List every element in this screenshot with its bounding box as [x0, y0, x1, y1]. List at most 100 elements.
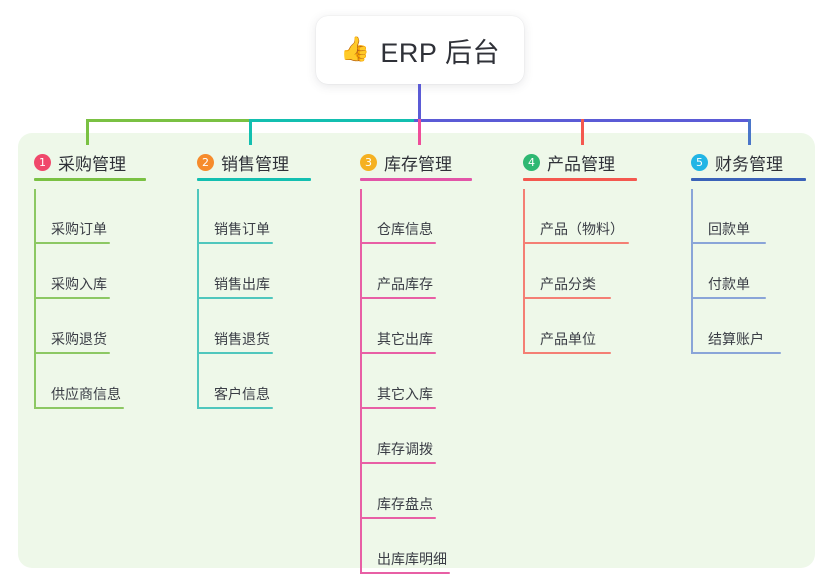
branch-item-rule	[197, 352, 273, 354]
branch-item[interactable]: 其它入库	[360, 354, 507, 409]
branch-item[interactable]: 库存盘点	[360, 464, 507, 519]
branch-item-rule	[523, 352, 611, 354]
branch-item-list: 产品（物料） 产品分类产品单位	[507, 189, 670, 354]
branch-item-label: 销售退货	[214, 331, 270, 347]
branch-title: 库存管理	[384, 154, 452, 174]
thumbs-up-icon: 👍	[340, 36, 371, 63]
branch-item[interactable]: 采购入库	[34, 244, 181, 299]
branch-item-label: 采购入库	[51, 276, 107, 292]
branch-item-label: 销售出库	[214, 276, 270, 292]
branch-item[interactable]: 采购订单	[34, 189, 181, 244]
branch-item[interactable]: 产品库存	[360, 244, 507, 299]
branch-item[interactable]: 销售出库	[197, 244, 344, 299]
branch-item[interactable]: 付款单	[691, 244, 838, 299]
branch-index-badge: 2	[197, 153, 214, 171]
branch-item-label: 产品分类	[540, 276, 596, 292]
branch-item-rule	[691, 352, 781, 354]
root-drop-connector	[418, 84, 421, 122]
branch-item-rule	[523, 242, 629, 244]
branch-item-list: 销售订单销售出库销售退货客户信息	[181, 189, 344, 409]
branch-item[interactable]: 采购退货	[34, 299, 181, 354]
branch-item[interactable]: 其它出库	[360, 299, 507, 354]
branch-item-rule	[360, 517, 436, 519]
branch-item-rule	[34, 407, 124, 409]
branch-item-rule	[34, 297, 110, 299]
branch-spine	[691, 189, 693, 354]
branches-panel	[18, 133, 815, 568]
branch-item-rule	[523, 297, 611, 299]
branch-item-label: 客户信息	[214, 386, 270, 402]
branch-header-4[interactable]: 4 产品管理	[507, 145, 670, 181]
bus-segment-teal	[249, 119, 417, 122]
branch-header-rule	[691, 178, 806, 181]
branch-item-label: 库存盘点	[377, 496, 433, 512]
branch-item-label: 供应商信息	[51, 386, 121, 402]
branch-item[interactable]: 出库库明细	[360, 519, 507, 574]
branch-header-rule	[360, 178, 472, 181]
branch-item-rule	[360, 572, 450, 574]
branch-item-rule	[360, 407, 436, 409]
branch-column-4: 4 产品管理产品（物料） 产品分类产品单位	[507, 145, 670, 354]
branch-item-rule	[197, 242, 273, 244]
branch-spine	[360, 189, 362, 574]
branch-spine	[34, 189, 36, 409]
root-node-title: ERP 后台	[380, 37, 500, 68]
branch-item-rule	[197, 297, 273, 299]
branch-item-list: 仓库信息产品库存其它出库其它入库库存调拨库存盘点出库库明细	[344, 189, 507, 574]
branch-item-label: 回款单	[708, 221, 750, 237]
branch-item[interactable]: 仓库信息	[360, 189, 507, 244]
stub-col-5	[748, 119, 751, 145]
branch-item-label: 其它入库	[377, 386, 433, 402]
branch-column-3: 3 库存管理仓库信息产品库存其它出库其它入库库存调拨库存盘点出库库明细	[344, 145, 507, 574]
branch-item-rule	[691, 242, 766, 244]
branch-item[interactable]: 产品单位	[523, 299, 670, 354]
branch-title: 财务管理	[715, 154, 783, 174]
branch-item-rule	[360, 297, 436, 299]
branch-index-badge: 3	[360, 153, 377, 171]
branch-spine	[523, 189, 525, 354]
branch-item[interactable]: 产品分类	[523, 244, 670, 299]
stub-col-3	[418, 119, 421, 145]
branch-item-label: 采购订单	[51, 221, 107, 237]
branch-spine	[197, 189, 199, 409]
branch-item-list: 回款单付款单结算账户	[675, 189, 838, 354]
stub-col-2	[249, 119, 252, 145]
branch-item-rule	[360, 242, 436, 244]
branch-header-rule	[197, 178, 311, 181]
branch-item-label: 出库库明细	[377, 551, 447, 567]
stub-col-4	[581, 119, 584, 145]
branch-item-label: 产品（物料）	[540, 221, 624, 237]
branch-item[interactable]: 客户信息	[197, 354, 344, 409]
branch-header-5[interactable]: 5 财务管理	[675, 145, 838, 181]
branch-item-rule	[197, 407, 273, 409]
branch-item[interactable]: 产品（物料）	[523, 189, 670, 244]
branch-item-rule	[691, 297, 766, 299]
branch-header-rule	[34, 178, 146, 181]
branch-item[interactable]: 回款单	[691, 189, 838, 244]
branch-item[interactable]: 供应商信息	[34, 354, 181, 409]
branch-item-rule	[34, 242, 110, 244]
branch-header-3[interactable]: 3 库存管理	[344, 145, 507, 181]
bus-segment-green	[86, 119, 252, 122]
root-node-card[interactable]: 👍 ERP 后台	[316, 16, 524, 84]
branch-item[interactable]: 库存调拨	[360, 409, 507, 464]
branch-title: 产品管理	[547, 154, 615, 174]
branch-item-list: 采购订单采购入库采购退货供应商信息	[18, 189, 181, 409]
branch-index-badge: 4	[523, 153, 540, 171]
branch-item[interactable]: 销售退货	[197, 299, 344, 354]
branch-item[interactable]: 结算账户	[691, 299, 838, 354]
branch-item[interactable]: 销售订单	[197, 189, 344, 244]
branch-item-label: 产品单位	[540, 331, 596, 347]
branch-item-label: 付款单	[708, 276, 750, 292]
branch-item-rule	[34, 352, 110, 354]
branch-item-label: 采购退货	[51, 331, 107, 347]
branch-item-label: 销售订单	[214, 221, 270, 237]
branch-item-label: 其它出库	[377, 331, 433, 347]
branch-item-rule	[360, 462, 436, 464]
branch-index-badge: 5	[691, 153, 708, 171]
branch-item-label: 仓库信息	[377, 221, 433, 237]
